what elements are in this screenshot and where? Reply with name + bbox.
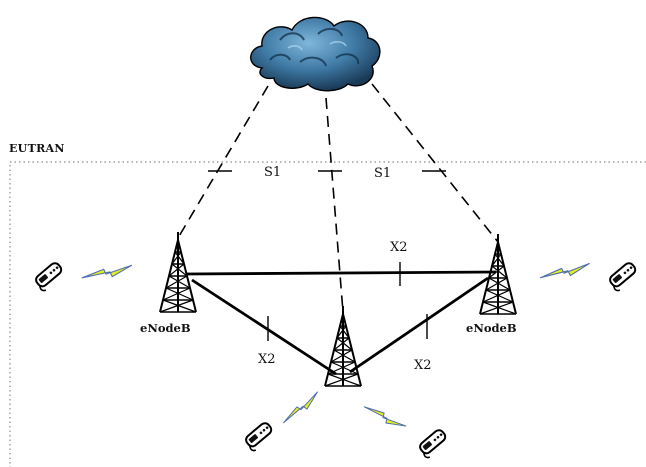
cell-tower-icon — [159, 231, 197, 313]
eutran-region: EUTRAN — [9, 142, 646, 467]
cell-tower-icon — [479, 233, 517, 315]
mobile-phone-icon — [606, 260, 641, 294]
enodeb-label-right: eNodeB — [466, 321, 517, 335]
cloud-icon — [250, 16, 381, 92]
s1-links — [177, 83, 499, 313]
s1-link-right — [371, 83, 499, 243]
mobile-phone-icon — [32, 260, 67, 294]
x2-link-top — [185, 270, 497, 276]
x2-ticks — [267, 262, 428, 341]
lightning-bolt-icon — [81, 264, 133, 280]
lightning-bolt-icon — [363, 399, 407, 434]
x2-links — [185, 270, 497, 376]
s1-link-center — [325, 97, 344, 313]
s1-label-right: S1 — [374, 166, 391, 181]
x2-link-left — [191, 278, 337, 376]
enodeb-label-left: eNodeB — [140, 321, 191, 335]
x2-label-top: X2 — [390, 240, 408, 255]
x2-label-left: X2 — [258, 352, 276, 367]
x2-link-right — [349, 276, 489, 374]
s1-label-left: S1 — [264, 165, 281, 180]
lightning-bolt-icon — [538, 262, 591, 280]
eutran-label: EUTRAN — [9, 142, 65, 155]
s1-link-left — [177, 85, 269, 239]
mobile-phone-icon — [416, 427, 451, 461]
mobile-phone-icon — [242, 420, 277, 454]
lightning-bolt-icon — [278, 391, 323, 424]
cell-tower-icon — [324, 305, 362, 387]
x2-label-right: X2 — [414, 358, 432, 373]
